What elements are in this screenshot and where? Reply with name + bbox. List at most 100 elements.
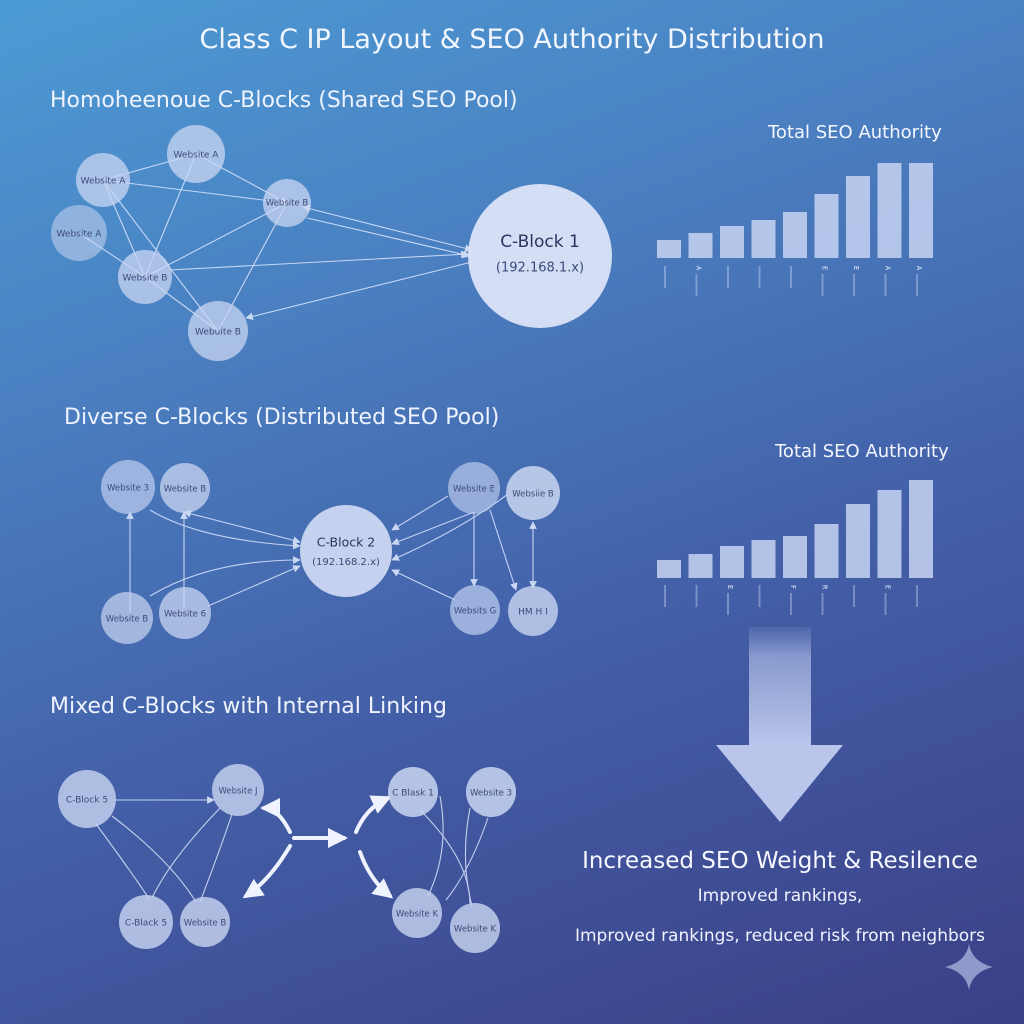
node-website[interactable]: Website 3 — [101, 460, 155, 514]
bar-tick-mark — [884, 274, 887, 296]
bar-tick-mark — [916, 274, 918, 296]
bar-tick-mark — [821, 274, 824, 296]
node-website[interactable]: Website A — [167, 125, 225, 183]
bar-tick-mark — [853, 585, 855, 607]
bar-tick-label: E — [852, 266, 860, 270]
section-1-nodes: Website A Website A Website A Website B … — [51, 125, 612, 361]
node-website[interactable]: Website B — [118, 250, 172, 304]
svg-text:C Blask 1: C Blask 1 — [392, 789, 434, 799]
svg-text:Website B: Website B — [164, 485, 207, 495]
node-website[interactable]: Website 3 — [466, 767, 516, 817]
bar — [909, 163, 933, 258]
section-2-nodes: Website 3 Website B Website B Website 6 … — [101, 460, 560, 644]
bar — [751, 220, 776, 258]
bar — [846, 504, 870, 578]
node-website[interactable]: Website B — [180, 897, 230, 947]
bar-tick-label: E — [726, 585, 734, 589]
node-c-block[interactable]: C-Black 5 — [119, 895, 173, 949]
svg-text:C-Block 1: C-Block 1 — [500, 232, 580, 252]
bar-tick-label: E — [821, 266, 829, 270]
bar — [657, 560, 681, 578]
bar — [783, 212, 807, 258]
svg-text:C-Black 5: C-Black 5 — [125, 919, 167, 929]
bar-tick-mark — [727, 593, 729, 615]
section-1-edges — [78, 153, 473, 332]
section-title-mixed: Mixed C-Blocks with Internal Linking — [50, 694, 447, 719]
bar-tick-label: A — [915, 266, 923, 271]
bar-tick-mark — [664, 266, 666, 288]
svg-text:Website J: Website J — [218, 787, 257, 797]
bar-tick-mark — [695, 585, 698, 607]
node-website[interactable]: Website B — [101, 592, 153, 644]
svg-text:Website B: Website B — [266, 199, 309, 209]
svg-text:Website 6: Website 6 — [164, 610, 206, 620]
node-website[interactable]: Website A — [51, 205, 107, 261]
section-3-edges — [95, 795, 489, 907]
hub-c-block-1[interactable]: C-Block 1 (192.168.1.x) — [468, 184, 612, 328]
section-3-nodes: C-Block 5 Website J C-Black 5 Website B … — [58, 764, 516, 953]
down-arrow-icon — [716, 627, 843, 822]
svg-text:Website K: Website K — [454, 925, 497, 935]
node-website[interactable]: Websits G — [450, 585, 500, 635]
svg-text:Webuite B: Webuite B — [195, 328, 241, 338]
bar — [846, 176, 870, 258]
bar — [909, 480, 933, 578]
svg-text:Websits G: Websits G — [454, 607, 496, 617]
svg-text:Website B: Website B — [106, 615, 149, 625]
bar-tick-mark — [758, 266, 761, 288]
outcome-line-1: Improved rankings, — [697, 886, 863, 906]
chart-2-title: Total SEO Authority — [775, 441, 949, 462]
bar-tick-mark — [664, 585, 666, 607]
node-website[interactable]: Website K — [450, 903, 500, 953]
bar-tick-label: A — [884, 266, 892, 271]
bar — [783, 536, 807, 578]
node-website[interactable]: Website A — [76, 153, 130, 207]
svg-text:Website K: Website K — [396, 910, 439, 920]
bar-tick-mark — [758, 585, 761, 607]
section-3-flow-arrows — [242, 795, 394, 899]
node-c-block[interactable]: C-Block 5 — [58, 770, 116, 828]
bar-tick-mark — [853, 274, 855, 296]
node-website[interactable]: Website 6 — [159, 587, 211, 639]
section-title-homogeneous: Homoheenoue C-Blocks (Shared SEO Pool) — [50, 88, 518, 113]
bar-tick-mark — [821, 593, 824, 615]
node-website[interactable]: Websiie B — [506, 466, 560, 520]
page-title: Class C IP Layout & SEO Authority Distri… — [199, 24, 825, 55]
bar-tick-mark — [790, 593, 792, 615]
bar — [720, 226, 744, 258]
svg-text:C-Block 2: C-Block 2 — [317, 535, 376, 550]
chart-1-title: Total SEO Authority — [768, 122, 942, 143]
svg-text:Website 3: Website 3 — [107, 484, 149, 494]
svg-text:Website 3: Website 3 — [470, 789, 512, 799]
svg-text:Website A: Website A — [174, 151, 220, 161]
node-website[interactable]: Website B — [160, 463, 210, 513]
bar-tick-label: R — [821, 585, 829, 590]
node-website[interactable]: Webuite B — [188, 301, 248, 361]
node-website[interactable]: Website B — [263, 179, 311, 227]
bar-tick-mark — [695, 274, 698, 296]
svg-text:Website A: Website A — [57, 230, 103, 240]
svg-text:Websiie B: Websiie B — [512, 490, 554, 500]
node-website[interactable]: Website E — [448, 462, 500, 514]
bar — [877, 163, 902, 258]
node-website[interactable]: Website K — [392, 888, 442, 938]
section-title-diverse: Diverse C-Blocks (Distributed SEO Pool) — [64, 405, 500, 430]
svg-text:(192.168.1.x): (192.168.1.x) — [496, 261, 584, 276]
svg-text:Website A: Website A — [81, 177, 127, 187]
bar-tick-mark — [790, 266, 792, 288]
bar — [657, 240, 681, 258]
hub-c-block-2[interactable]: C-Block 2 (192.168.2.x) — [300, 505, 392, 597]
sparkle-icon — [945, 944, 993, 990]
svg-text:C-Block 5: C-Block 5 — [66, 796, 108, 806]
node-website[interactable]: Website J — [212, 764, 264, 816]
node-c-block[interactable]: C Blask 1 — [388, 767, 438, 817]
bar-tick-mark — [884, 593, 887, 615]
bar — [688, 554, 713, 578]
outcome-line-2: Improved rankings, reduced risk from nei… — [574, 926, 986, 946]
node-website[interactable]: HM H I — [508, 586, 558, 636]
bar-tick-label: A — [695, 266, 703, 271]
svg-text:HM H I: HM H I — [518, 608, 548, 618]
bar — [720, 546, 744, 578]
